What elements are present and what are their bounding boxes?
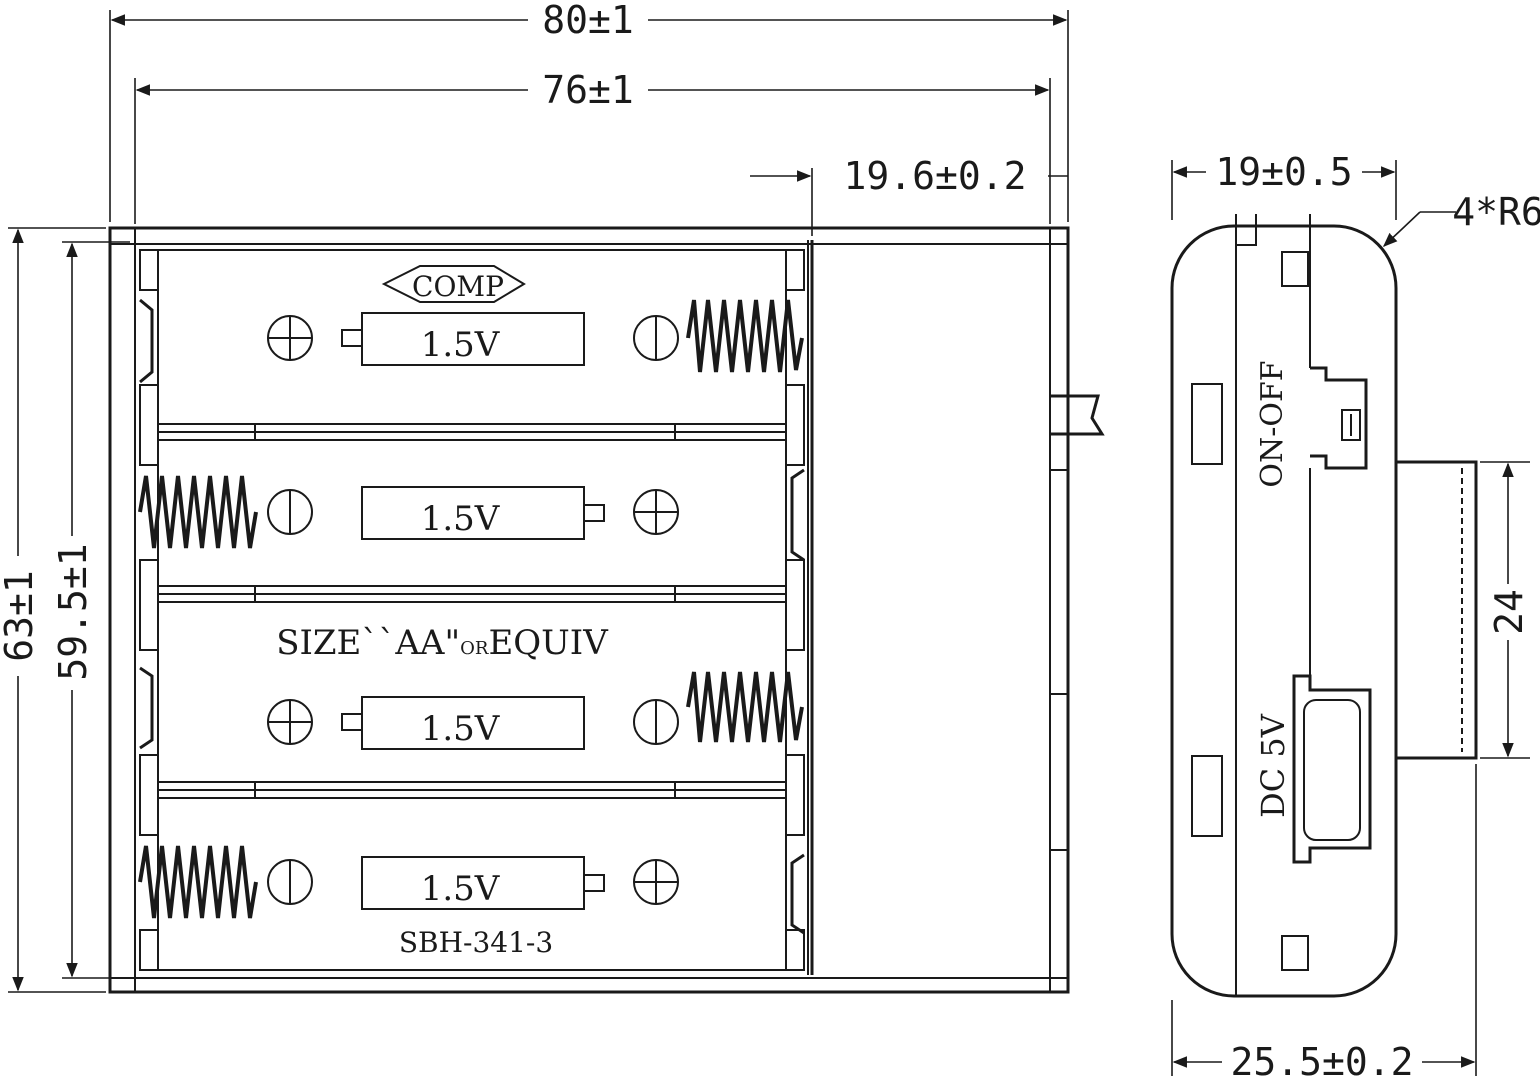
svg-text:COMP: COMP	[412, 270, 504, 303]
spring-1	[686, 299, 804, 373]
compartment-1	[157, 249, 787, 425]
dim-tab-length: 24	[1487, 589, 1531, 635]
side-outline	[1170, 224, 1398, 998]
wire-exit	[1050, 394, 1105, 436]
dim-height-overall: 63±1	[0, 570, 41, 662]
dc-jack: DC 5V	[1191, 674, 1372, 864]
dim-side-depth: 19±0.5	[1215, 150, 1352, 194]
spring-3	[686, 671, 804, 743]
side-view: ON-OFF DC 5V	[1170, 214, 1478, 998]
comp-mark: COMP	[381, 265, 526, 303]
battery-1-voltage: 1.5V	[421, 325, 501, 365]
spring-4	[138, 845, 258, 919]
size-note: SIZE``AA"OREQUIV	[276, 623, 609, 663]
side-tab	[1396, 460, 1478, 760]
battery-2-voltage: 1.5V	[421, 499, 501, 539]
side-dimensions: 19±0.5 4*R6 24 25.5±0.2	[1171, 150, 1540, 1082]
spring-2	[138, 475, 258, 549]
battery-1: 1.5V	[267, 312, 679, 366]
front-dimensions: 80±1 76±1 19.6±0.2 63±1 59.5±1	[0, 0, 1069, 993]
dim-width-overall: 80±1	[542, 0, 634, 42]
dim-width-inner: 76±1	[542, 68, 634, 112]
holder-outline	[108, 226, 1070, 994]
on-off-switch: ON-OFF	[1191, 360, 1368, 488]
dim-side-width: 25.5±0.2	[1230, 1040, 1413, 1082]
model-label: SBH-341-3	[399, 926, 553, 959]
battery-4-voltage: 1.5V	[421, 869, 501, 909]
svg-text:ON-OFF: ON-OFF	[1255, 360, 1290, 487]
dim-corner-radius: 4*R6	[1452, 190, 1540, 234]
front-view: 1.5V COMP 1.5V SIZE``AA"OREQUIV	[108, 226, 1105, 994]
battery-3: 1.5V	[267, 696, 679, 750]
dim-end-section: 19.6±0.2	[843, 154, 1026, 198]
dim-height-inner: 59.5±1	[51, 543, 95, 680]
battery-2: 1.5V	[267, 486, 679, 540]
battery-4: 1.5V	[267, 856, 679, 910]
svg-text:DC 5V: DC 5V	[1254, 713, 1292, 818]
battery-3-voltage: 1.5V	[421, 709, 501, 749]
